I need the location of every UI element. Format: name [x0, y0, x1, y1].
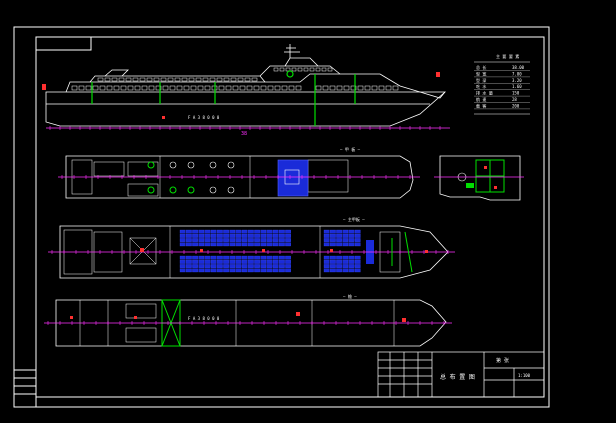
particulars-label: 总 长: [476, 64, 486, 70]
title-block: [377, 351, 545, 398]
particulars-label: 型 深: [476, 77, 486, 83]
top-deck-plan: [58, 155, 420, 199]
front-view: [434, 155, 524, 201]
side-elevation-view: [42, 44, 450, 130]
particulars-value: 3.20: [512, 78, 522, 83]
drawing-name: 总 布 置 图: [440, 373, 475, 381]
particulars-title: 主 要 要 素: [496, 53, 519, 59]
lower-deck-dimension-text: F A 3 8 0 0 0: [188, 316, 220, 321]
main-deck-title: — 主甲板 —: [343, 216, 365, 222]
particulars-label: 排 水 量: [476, 90, 493, 96]
particulars-value: 200: [512, 103, 520, 108]
principal-particulars-table: [474, 61, 530, 115]
drawing-frame: [13, 26, 550, 408]
lower-deck-plan: [44, 299, 452, 347]
sheet-number: 第 张: [496, 357, 509, 364]
particulars-value: 28: [512, 97, 517, 102]
particulars-value: 7.80: [512, 71, 522, 76]
particulars-label: 型 宽: [476, 70, 486, 76]
particulars-value: 1.60: [512, 84, 522, 89]
particulars-value: 38.00: [512, 65, 525, 70]
main-deck-plan: [48, 225, 455, 279]
drawing-scale: 1:100: [518, 373, 531, 378]
elevation-dimension-text: F A 3 8 0 0 0: [188, 115, 220, 120]
particulars-label: 航 速: [476, 96, 486, 102]
particulars-label: 载 客: [476, 102, 486, 108]
elevation-frame-mark: 38: [241, 131, 247, 137]
particulars-label: 吃 水: [476, 83, 486, 89]
lower-deck-title: — 舱 —: [343, 293, 357, 299]
particulars-value: 150: [512, 91, 520, 96]
top-deck-title: — 甲 板 —: [340, 146, 361, 152]
